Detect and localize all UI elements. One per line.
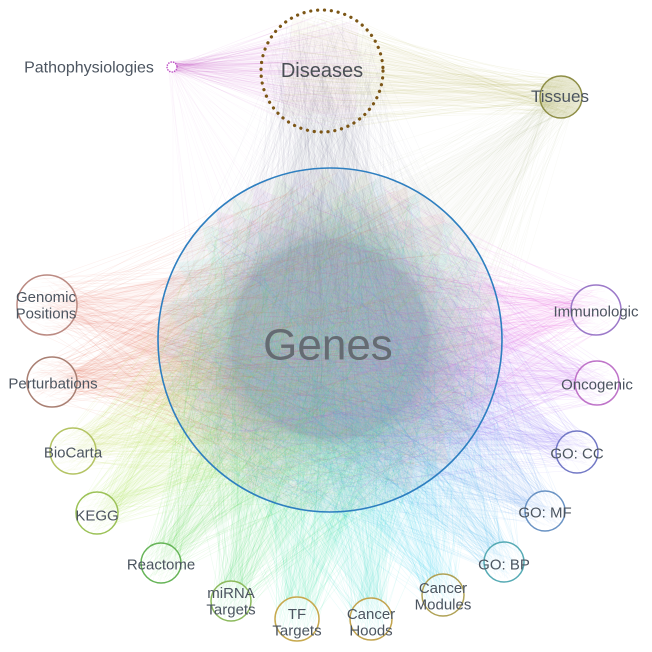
diseases-label: Diseases xyxy=(281,60,363,82)
edge-go-mf--genes xyxy=(158,177,565,529)
genomic-positions-node[interactable] xyxy=(16,274,78,336)
fan-immunologic--genes xyxy=(216,211,596,492)
edge-pathophysiologies--diseases xyxy=(167,13,381,128)
fan-genomic-positions--genes xyxy=(47,212,446,492)
cancer-modules-node[interactable] xyxy=(421,573,465,617)
edge-immunologic--genes xyxy=(161,172,620,512)
edge-tissues--diseases xyxy=(268,12,582,131)
fan-go-cc--genes xyxy=(182,170,577,452)
node-layer xyxy=(16,8,622,642)
diseases-node[interactable] xyxy=(259,8,385,134)
edge-oncogenic--genes xyxy=(159,168,619,510)
reactome-label: Reactome xyxy=(127,556,195,573)
pathophysiologies-label: Pathophysiologies xyxy=(24,60,154,77)
oncogenic-node[interactable] xyxy=(574,360,620,406)
go-mf-node[interactable] xyxy=(524,490,566,532)
fan-oncogenic--genes xyxy=(210,185,597,464)
kegg-node[interactable] xyxy=(75,491,119,535)
tissues-label: Tissues xyxy=(531,87,589,106)
cancer-hoods-node[interactable] xyxy=(349,597,393,641)
tissues-node[interactable] xyxy=(539,75,583,119)
biocarta-node[interactable] xyxy=(49,427,97,475)
edge-cancer-modules--genes xyxy=(166,180,498,614)
fan-cancer-modules--genes xyxy=(161,192,443,595)
go-cc-label: GO: CC xyxy=(550,445,604,462)
genes-label: Genes xyxy=(263,320,393,369)
tf-targets-node[interactable] xyxy=(274,596,320,642)
edge-go-bp--genes xyxy=(166,187,524,580)
fan-reactome--genes xyxy=(161,176,502,564)
edge-pathophysiologies--genes xyxy=(167,62,494,509)
go-bp-label: GO: BP xyxy=(478,556,530,573)
fan-cancer-hoods--genes xyxy=(176,221,456,619)
edge-tissues--genes xyxy=(164,77,583,500)
mirna-targets-node[interactable] xyxy=(210,580,252,622)
fan-go-bp--genes xyxy=(158,175,505,562)
edge-diseases--genes xyxy=(158,10,500,511)
perturbations-node[interactable] xyxy=(26,356,78,408)
pathophysiologies-node[interactable] xyxy=(166,61,178,73)
edge-mirna-targets--genes xyxy=(159,179,496,621)
fan-tf-targets--genes xyxy=(201,225,482,619)
immunologic-label: Immunologic xyxy=(553,303,639,320)
edge-tf-targets--genes xyxy=(171,190,488,640)
fan-tissues--diseases xyxy=(281,17,561,117)
immunologic-node[interactable] xyxy=(570,284,622,336)
fan-perturbations--genes xyxy=(52,185,449,465)
perturbations-label: Perturbations xyxy=(8,375,97,392)
go-bp-node[interactable] xyxy=(483,541,525,583)
go-cc-node[interactable] xyxy=(555,430,599,474)
fan-kegg--genes xyxy=(97,168,494,513)
go-mf-label: GO: MF xyxy=(518,504,571,521)
fan-pathophysiologies--diseases xyxy=(172,22,359,122)
fan-biocarta--genes xyxy=(73,171,477,451)
kegg-label: KEGG xyxy=(75,507,118,524)
edge-cancer-hoods--genes xyxy=(173,189,487,639)
edge-reactome--genes xyxy=(141,175,495,583)
reactome-node[interactable] xyxy=(140,542,182,584)
edge-layer xyxy=(17,10,620,640)
edge-go-cc--genes xyxy=(163,188,597,499)
biocarta-label: BioCarta xyxy=(44,444,103,461)
edge-perturbations--genes xyxy=(28,171,499,508)
edge-genomic-positions--genes xyxy=(17,172,493,509)
fan-layer xyxy=(47,17,597,619)
edge-kegg--genes xyxy=(77,184,497,534)
genes-node[interactable] xyxy=(157,167,503,513)
edge-biocarta--genes xyxy=(50,186,499,499)
fan-mirna-targets--genes xyxy=(231,197,497,602)
fan-go-mf--genes xyxy=(165,168,545,512)
oncogenic-label: Oncogenic xyxy=(561,376,633,393)
